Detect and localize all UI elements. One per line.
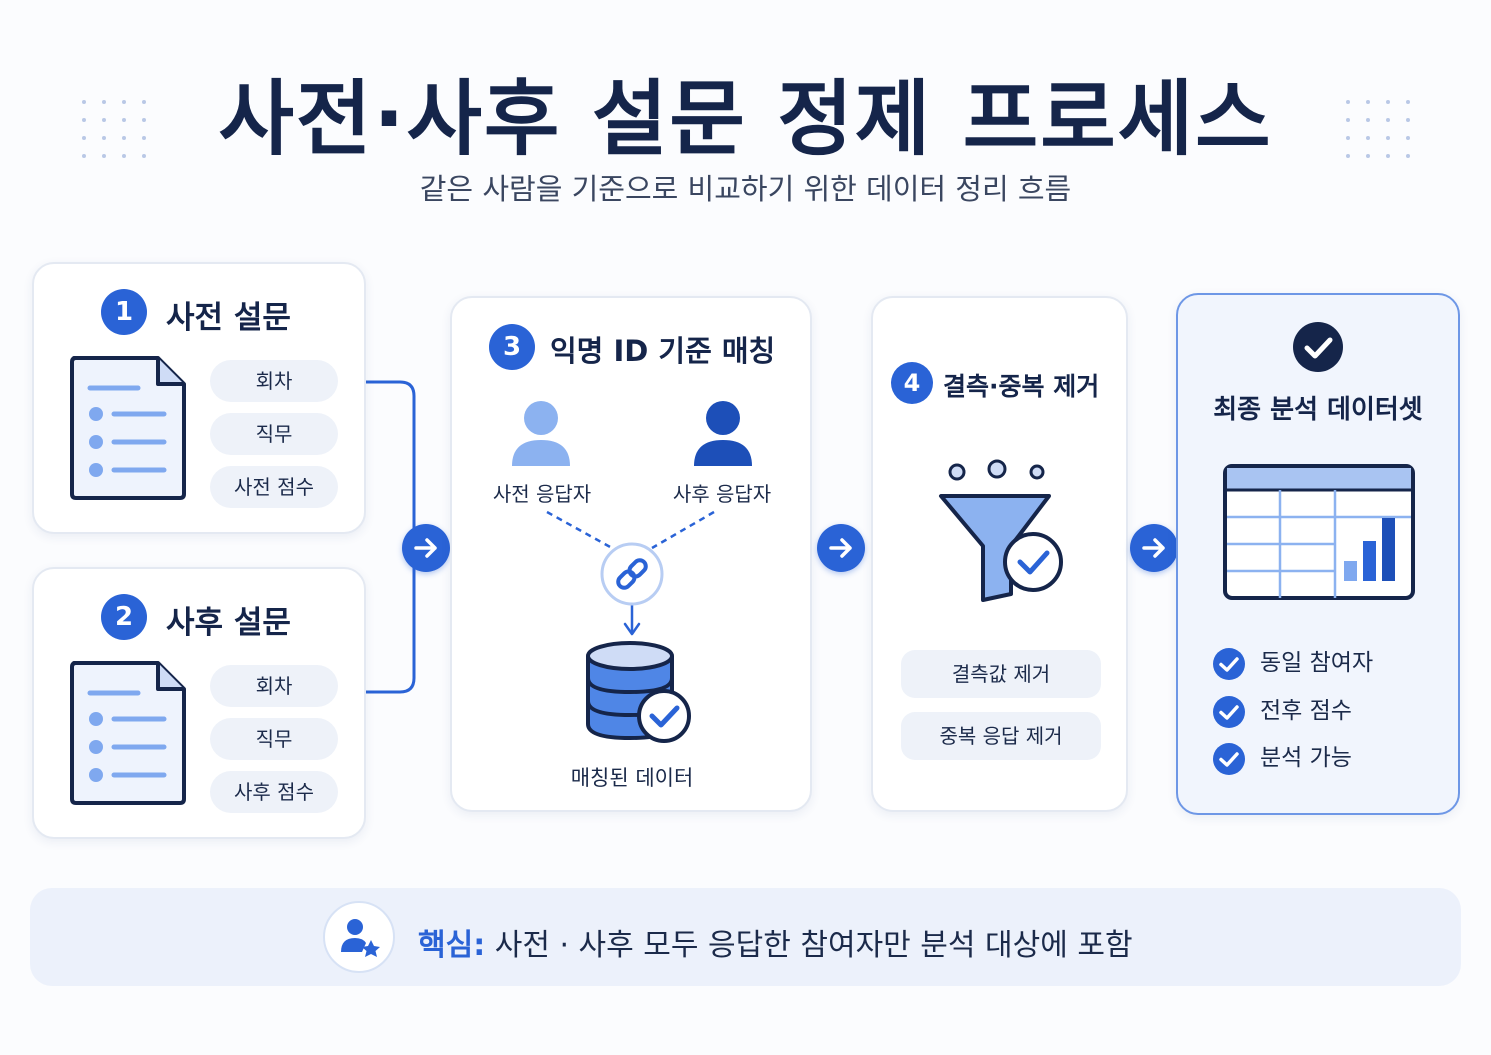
- decorative-dots-left: [82, 100, 146, 158]
- matched-data-label: 매칭된 데이터: [570, 766, 694, 790]
- card-title: 최종 분석 데이터셋: [1213, 395, 1423, 425]
- final-check-label: 동일 참여자: [1260, 650, 1374, 676]
- decorative-dots-right: [1346, 100, 1410, 158]
- user-icon: [512, 401, 570, 466]
- funnel-check-icon: [939, 459, 1063, 602]
- check-circle-icon: [1213, 695, 1245, 728]
- database-check-icon: [586, 641, 691, 743]
- card-title: 사전 설문: [166, 300, 291, 336]
- check-circle-icon: [1213, 742, 1245, 775]
- field-pill: 회차: [210, 360, 338, 402]
- pre-respondent-label: 사전 응답자: [492, 482, 592, 506]
- arrow-right-icon: [817, 524, 865, 572]
- user-icon: [694, 401, 752, 466]
- final-check-item: 동일 참여자: [1212, 643, 1373, 681]
- final-check-item: 분석 가능: [1212, 738, 1352, 776]
- table-chart-icon: [1223, 464, 1415, 600]
- final-check-item: 전후 점수: [1212, 691, 1352, 729]
- link-icon: [600, 542, 664, 606]
- arrow-right-icon: [1130, 524, 1178, 572]
- step-number-badge: 2: [101, 594, 147, 640]
- post-respondent-label: 사후 응답자: [672, 482, 772, 506]
- card-title: 사후 설문: [166, 605, 291, 641]
- final-check-label: 분석 가능: [1260, 745, 1352, 771]
- document-icon: [70, 356, 186, 500]
- key-message: 사전 · 사후 모두 응답한 참여자만 분석 대상에 포함: [494, 928, 1133, 963]
- document-icon: [70, 661, 186, 805]
- final-check-label: 전후 점수: [1260, 698, 1352, 724]
- step-number-badge: 4: [891, 362, 933, 404]
- step-number-badge: 1: [101, 289, 147, 335]
- step-number-badge: 3: [489, 324, 535, 370]
- key-point-text: 핵심: 사전 · 사후 모두 응답한 참여자만 분석 대상에 포함: [418, 920, 1133, 964]
- check-circle-icon: [1293, 322, 1343, 372]
- user-star-icon: [323, 901, 395, 973]
- page-title: 사전·사후 설문 정제 프로세스: [218, 72, 1273, 167]
- card-title: 익명 ID 기준 매칭: [550, 334, 776, 368]
- action-pill: 결측값 제거: [901, 650, 1101, 698]
- action-pill: 중복 응답 제거: [901, 712, 1101, 760]
- field-pill: 회차: [210, 665, 338, 707]
- card-post-survey: 2 사후 설문 회차 직무 사후 점수: [32, 567, 366, 839]
- field-pill: 사후 점수: [210, 771, 338, 813]
- check-circle-icon: [1213, 647, 1245, 680]
- field-pill: 직무: [210, 718, 338, 760]
- card-title: 결측·중복 제거: [943, 372, 1100, 401]
- arrow-right-icon: [402, 524, 450, 572]
- card-final-dataset: 최종 분석 데이터셋 동일 참여자 전후 점수 분석 가능: [1176, 293, 1460, 815]
- key-label: 핵심:: [418, 928, 486, 963]
- field-pill: 사전 점수: [210, 466, 338, 508]
- card-pre-survey: 1 사전 설문 회차 직무 사전 점수: [32, 262, 366, 534]
- field-pill: 직무: [210, 413, 338, 455]
- card-id-matching: 3 익명 ID 기준 매칭 사전 응답자 사후 응답자 매칭된 데이터: [450, 296, 812, 812]
- card-cleaning: 4 결측·중복 제거 결측값 제거 중복 응답 제거: [871, 296, 1128, 812]
- key-point-banner: [30, 888, 1461, 986]
- matching-connectors: [546, 510, 715, 636]
- page-subtitle: 같은 사람을 기준으로 비교하기 위한 데이터 정리 흐름: [419, 172, 1072, 206]
